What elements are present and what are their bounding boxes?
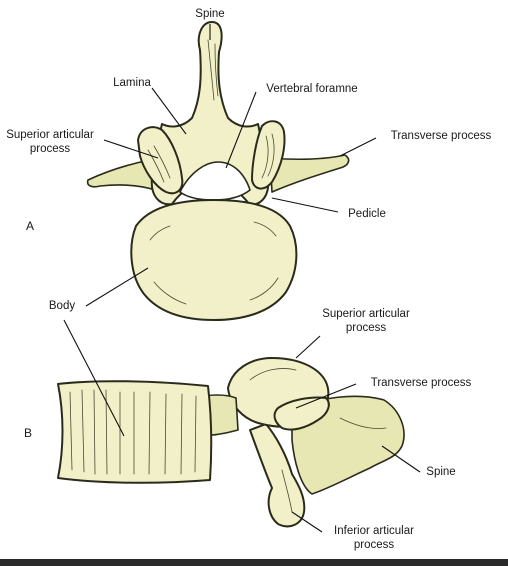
label-transverse-top: Transverse process [391, 130, 492, 142]
vertebra-side-view [57, 357, 405, 528]
label-body: Body [49, 300, 75, 312]
bottom-bar [0, 559, 508, 566]
panel-label-b: B [24, 426, 32, 440]
right-transverse-process [269, 154, 350, 193]
label-vertebral-foramen: Vertebral foramne [266, 83, 357, 95]
transverse-process-side [273, 396, 330, 431]
label-superior-articular-side-2: process [346, 322, 387, 334]
label-superior-articular-top-1: Superior articular [6, 129, 94, 141]
label-spine-top: Spine [195, 8, 224, 20]
label-spine-side: Spine [426, 466, 455, 478]
vertebral-body-top [130, 199, 298, 321]
label-superior-articular-top-2: process [30, 143, 71, 155]
leader-lines [63, 24, 421, 533]
inferior-articular-side [249, 423, 306, 528]
label-superior-articular-side-1: Superior articular [322, 308, 410, 320]
label-inferior-articular-1: Inferior articular [334, 525, 414, 537]
vertebra-top-view [86, 21, 350, 321]
vertebral-body-side [57, 380, 213, 484]
left-transverse-process [86, 159, 156, 191]
panel-label-a: A [26, 219, 34, 233]
left-superior-articular [137, 126, 184, 195]
spinous-process-side [291, 395, 405, 495]
label-transverse-side: Transverse process [371, 377, 472, 389]
label-lamina: Lamina [113, 77, 151, 89]
labels: Spine Lamina Vertebral foramne Superior … [6, 8, 491, 551]
label-inferior-articular-2: process [354, 539, 395, 551]
label-pedicle: Pedicle [348, 208, 386, 220]
